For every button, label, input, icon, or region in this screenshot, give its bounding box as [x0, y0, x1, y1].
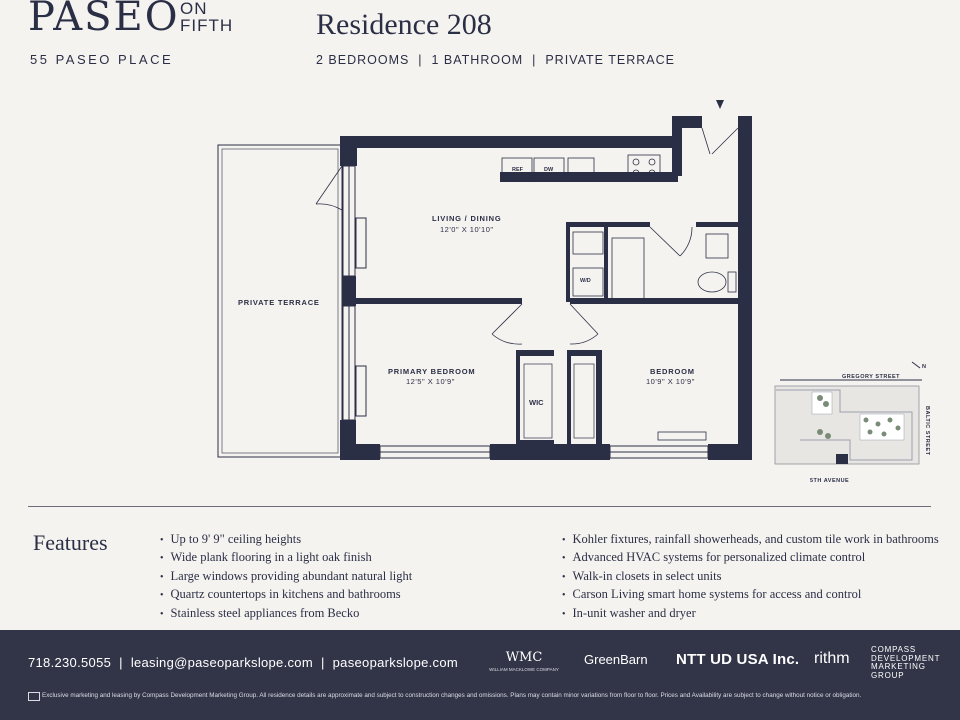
- north-label: N: [922, 364, 926, 370]
- features-title: Features: [33, 530, 108, 555]
- features-list-left: Up to 9' 9" ceiling heights Wide plank f…: [160, 531, 413, 623]
- feature-item: Kohler fixtures, rainfall showerheads, a…: [562, 531, 939, 549]
- ntt-logo: NTT UD USA Inc.: [676, 651, 800, 668]
- key-plan: N GREGORY STREET 5TH AVENUE BALTIC STREE…: [774, 361, 930, 484]
- feature-item: Up to 9' 9" ceiling heights: [160, 531, 412, 549]
- legal-disclaimer: Exclusive marketing and leasing by Compa…: [42, 692, 862, 699]
- wic-label: WIC: [529, 398, 544, 407]
- compass-line: GROUP: [871, 670, 905, 680]
- residence-specs: 2 BEDROOMS | 1 BATHROOM | PRIVATE TERRAC…: [316, 53, 675, 67]
- feature-item: Large windows providing abundant natural…: [160, 568, 413, 586]
- unit-location-marker: [836, 454, 848, 464]
- wmc-logo-subtitle: WILLIAM MACKLOWE COMPANY: [489, 667, 559, 672]
- residence-title: Residence 208: [316, 8, 492, 41]
- windows: [342, 165, 709, 459]
- logo-fifth: FIFTH: [180, 16, 234, 35]
- contact-line: 718.230.5055|leasing@paseoparkslope.com|…: [28, 655, 459, 670]
- feature-item: Quartz countertops in kitchens and bathr…: [160, 586, 412, 604]
- greenbarn-logo: GreenBarn: [584, 652, 648, 667]
- compass-line: COMPASS: [871, 645, 917, 654]
- baltic-street-label: BALTIC STREET: [924, 406, 930, 456]
- feature-item: Advanced HVAC systems for personalized c…: [562, 549, 939, 567]
- fifth-avenue-label: 5TH AVENUE: [810, 478, 849, 484]
- compass-line: DEVELOPMENT: [871, 653, 941, 663]
- wmc-logo: WMC: [505, 650, 543, 665]
- bathroom: [572, 231, 737, 301]
- building-address: 55 PASEO PLACE: [30, 52, 174, 67]
- living-dining-dim: 12'0" X 10'10": [440, 225, 494, 234]
- wd-label: W/D: [580, 278, 591, 284]
- gregory-street-label: GREGORY STREET: [842, 374, 900, 380]
- logo-subtitle: ON FIFTH: [180, 0, 233, 34]
- feature-item: Walk-in closets in select units: [562, 568, 939, 586]
- feature-item: Wide plank flooring in a light oak finis…: [160, 549, 412, 567]
- equal-housing-icon: [28, 692, 40, 701]
- bedroom-dim: 10'9" X 10'9": [646, 377, 695, 386]
- features-list-right: Kohler fixtures, rainfall showerheads, a…: [562, 531, 939, 623]
- feature-item: In-unit washer and dryer: [562, 605, 939, 623]
- primary-bedroom-dim: 12'5" X 10'9": [406, 377, 455, 386]
- entry-arrow-icon: [716, 100, 724, 109]
- rithm-logo: rithm: [814, 650, 850, 667]
- terrace-label: PRIVATE TERRACE: [238, 298, 320, 307]
- feature-item: Stainless steel appliances from Becko: [160, 605, 412, 623]
- logo-on: ON: [180, 0, 208, 18]
- compass-line: MARKETING: [871, 662, 926, 671]
- website-link[interactable]: paseoparkslope.com: [332, 655, 459, 670]
- compass-logo: COMPASS DEVELOPMENT MARKETING GROUP: [871, 645, 941, 680]
- ref-label: REF: [512, 167, 524, 173]
- divider: [28, 506, 931, 507]
- floor-plan: REF DW W/D WIC LIVING / DINING 12'0" X 1…: [217, 100, 930, 484]
- logo-wordmark: PASEO: [28, 0, 180, 40]
- dw-label: DW: [544, 167, 554, 173]
- email-link[interactable]: leasing@paseoparkslope.com: [130, 655, 313, 670]
- bedroom-label: BEDROOM: [650, 367, 695, 376]
- phone-link[interactable]: 718.230.5055: [28, 655, 112, 670]
- footer-bar: [0, 630, 960, 720]
- primary-bedroom-label: PRIMARY BEDROOM: [388, 367, 475, 376]
- living-dining-label: LIVING / DINING: [432, 214, 502, 223]
- doors: [315, 127, 739, 441]
- kitchen: [501, 154, 661, 181]
- feature-item: Carson Living smart home systems for acc…: [562, 586, 939, 604]
- walls: [340, 116, 752, 460]
